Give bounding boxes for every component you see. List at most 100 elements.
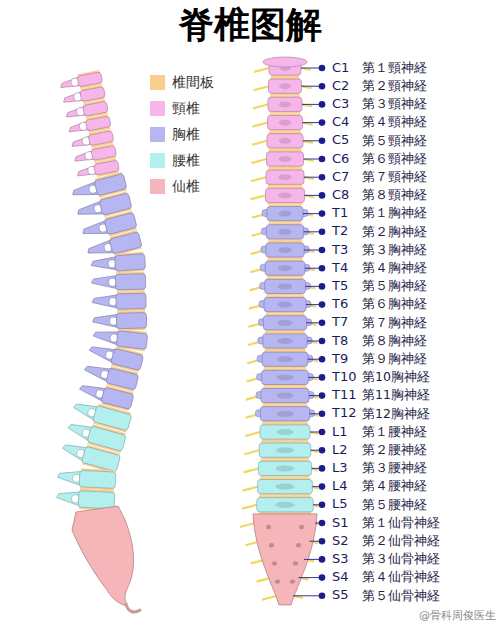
legend-text: 仙椎	[172, 178, 200, 194]
sacral-foramen	[290, 579, 295, 583]
vertebra	[259, 443, 311, 457]
legend-swatch	[150, 179, 165, 194]
spinous-process	[277, 320, 292, 326]
spinous-process	[279, 156, 292, 162]
front-spine	[240, 57, 325, 605]
vertebral-body	[91, 145, 117, 160]
vertebral-body	[80, 87, 106, 102]
title: 脊椎图解	[0, 4, 500, 45]
nerve-dot	[319, 356, 326, 363]
vertebra-code: C6	[332, 152, 349, 167]
legend-text: 椎間板	[172, 74, 214, 90]
spinous-process	[277, 338, 293, 344]
nerve-dot	[319, 283, 326, 290]
spinous-process	[275, 502, 295, 508]
vertebral-body	[115, 274, 145, 290]
vertebra	[268, 97, 302, 111]
nerve-name: 第５仙骨神経	[362, 589, 440, 603]
legend-text: 胸椎	[172, 126, 200, 142]
nerve-dot	[319, 101, 326, 108]
vertebra	[262, 370, 309, 384]
nerve-name: 第１仙骨神経	[362, 516, 440, 530]
spinous-process	[91, 257, 118, 272]
vertebral-body	[116, 331, 148, 350]
vertebra	[260, 407, 309, 421]
leader-line	[310, 432, 319, 433]
disc	[117, 291, 145, 311]
leader-line	[308, 359, 319, 360]
vertebra	[267, 134, 303, 148]
vertebra-code: T7	[332, 315, 348, 330]
spinous-process	[91, 275, 117, 289]
side-vertebra	[60, 439, 121, 474]
vertebra-code: L2	[332, 443, 348, 458]
nerve-root	[252, 159, 267, 163]
nerve-name: 第８頸神経	[362, 188, 427, 202]
side-vertebra	[91, 272, 145, 293]
atlas	[263, 57, 307, 67]
nerve-name: 第２仙骨神経	[362, 534, 440, 548]
nerve-dot	[319, 374, 326, 381]
leader-line	[293, 595, 319, 596]
nerve-root	[251, 195, 266, 199]
spinous-process	[279, 211, 292, 217]
vertebral-body	[88, 131, 114, 146]
nerve-dot	[319, 483, 326, 490]
leader-line	[304, 177, 319, 178]
nerve-root	[252, 141, 267, 145]
vertebra	[258, 461, 311, 475]
leader-line	[313, 504, 319, 505]
nerve-dot	[319, 338, 326, 345]
sacral-foramen	[299, 525, 304, 529]
nerve-root	[251, 177, 266, 181]
vertebra-code: C4	[332, 115, 349, 130]
vertebra	[264, 298, 306, 312]
nerve-root	[243, 468, 258, 472]
spinous-process	[278, 174, 291, 180]
vertebra-code: C8	[332, 188, 349, 203]
nerve-name: 第３胸神経	[362, 243, 427, 257]
nerve-root	[312, 487, 318, 489]
vertebra-code: C5	[332, 133, 349, 148]
leader-line	[310, 541, 320, 542]
vertebral-body	[116, 313, 146, 329]
spinous-process	[278, 192, 292, 198]
legend-swatch	[150, 75, 165, 90]
vertebra-code: L5	[332, 497, 348, 512]
legend-swatch	[150, 153, 165, 168]
nerve-name: 第２頸神経	[362, 79, 427, 93]
vertebra-code: L4	[332, 479, 348, 494]
nerve-dot	[319, 210, 326, 217]
spinous-process	[92, 295, 118, 309]
nerve-name: 第１頸神経	[362, 61, 427, 75]
nerve-dot	[319, 265, 326, 272]
leader-line	[315, 523, 319, 524]
sacrum	[72, 506, 134, 606]
nerve-dot	[319, 229, 326, 236]
leader-line	[303, 140, 319, 141]
nerve-name: 第６頸神経	[362, 152, 427, 166]
nerve-name: 第１腰神経	[362, 425, 427, 439]
vertebral-body	[94, 160, 120, 175]
nerve-root	[240, 523, 255, 527]
vertebral-body	[81, 446, 120, 471]
nerve-dot	[319, 247, 326, 254]
spinous-process	[278, 302, 293, 308]
nerve-dot	[319, 320, 326, 327]
nerve-name: 第２胸神経	[362, 225, 427, 239]
leader-line	[304, 231, 319, 232]
nerve-dot	[319, 574, 326, 581]
nerve-name: 第３腰神経	[362, 461, 427, 475]
vertebra	[265, 279, 306, 293]
vertebral-body	[77, 72, 103, 87]
legend-swatch	[150, 101, 165, 116]
nerve-dot	[319, 465, 326, 472]
vertebra-code: T9	[332, 352, 348, 367]
disc	[80, 468, 115, 490]
leader-line	[299, 577, 320, 578]
nerve-name: 第４腰神経	[362, 479, 427, 493]
nerve-name: 第４胸神経	[362, 261, 427, 275]
nerve-dot	[319, 593, 326, 600]
nerve-name: 第８胸神経	[362, 334, 427, 348]
leader-line	[309, 395, 319, 396]
